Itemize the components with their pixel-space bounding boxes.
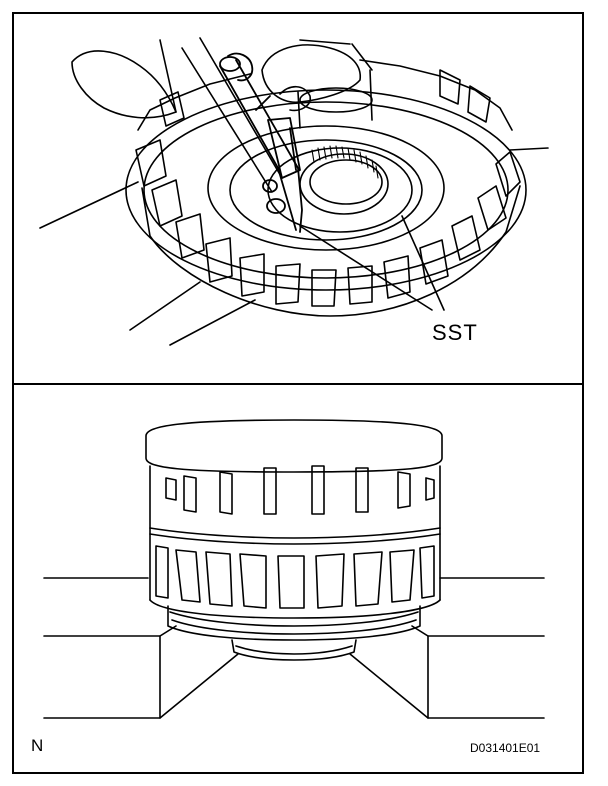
- panel-divider: [12, 383, 584, 385]
- drum-splines: [135, 69, 521, 307]
- drum-bottom: [149, 599, 441, 619]
- bench-line: [129, 281, 201, 331]
- figure-frame: [12, 12, 584, 774]
- figure-code: D031401E01: [470, 741, 541, 755]
- base-flange: [167, 605, 421, 641]
- pliers-handle: [181, 47, 273, 193]
- drum-slots-upper: [165, 465, 435, 515]
- hub-base: [231, 639, 357, 661]
- hub-outer-ring: [207, 125, 445, 251]
- bearing-needles: [311, 145, 379, 179]
- bench-line: [39, 181, 139, 229]
- orientation-label: N: [31, 736, 44, 755]
- leader-line: [401, 215, 445, 311]
- bottom-panel-illustration: [43, 419, 545, 719]
- drum-top: [145, 419, 443, 473]
- sst-label: SST: [432, 320, 478, 345]
- top-panel-illustration: [39, 37, 549, 346]
- leader-line: [299, 225, 433, 311]
- hand-shape: [71, 50, 177, 119]
- drum-rim: [137, 73, 251, 131]
- thumb: [261, 44, 361, 103]
- bench-line: [509, 147, 549, 151]
- drum-rim-ellipse: [125, 89, 527, 291]
- left-block: [43, 635, 161, 719]
- drum-splines-lower: [155, 545, 435, 609]
- sst-pliers: [219, 52, 303, 233]
- right-block: [427, 635, 545, 719]
- bench-line: [169, 299, 256, 346]
- snap-ring: [267, 147, 413, 233]
